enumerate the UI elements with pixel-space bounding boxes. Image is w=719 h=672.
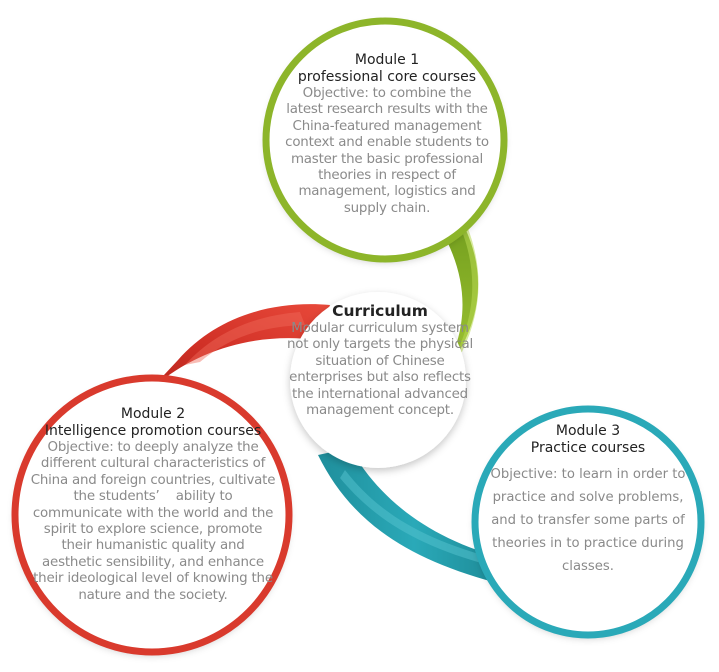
module-2-objective: Objective: to deeply analyze the differe… (30, 440, 276, 603)
curriculum-title: Curriculum (332, 302, 428, 320)
module-1-text: Module 1 professional core courses Objec… (285, 52, 489, 217)
module-3-ring (471, 405, 705, 639)
module-3-objective: Objective: to learn in order to practice… (490, 467, 686, 574)
module-1-circle (262, 17, 508, 263)
curriculum-center-text: Curriculum Modular curriculum system not… (285, 302, 475, 419)
module-1-title: Module 1 (354, 52, 420, 68)
curriculum-description: Modular curriculum system not only targe… (286, 321, 474, 419)
green-ribbon-highlight (455, 214, 479, 356)
module-1-ring (262, 17, 508, 263)
red-ribbon-highlight (185, 312, 305, 365)
module-2-ring (11, 374, 293, 656)
module-1-subtitle: professional core courses (297, 69, 477, 85)
green-ribbon (430, 205, 479, 400)
module-1-objective: Objective: to combine the latest researc… (285, 86, 489, 216)
module-3-subtitle: Practice courses (530, 440, 646, 456)
module-3-text: Module 3 Practice courses Objective: to … (482, 423, 694, 578)
module-3-title: Module 3 (555, 423, 621, 439)
module-2-text: Module 2 Intelligence promotion courses … (30, 406, 276, 604)
center-circle (290, 292, 466, 468)
red-ribbon (150, 304, 330, 390)
module-2-subtitle: Intelligence promotion courses (44, 423, 262, 439)
module-2-title: Module 2 (120, 406, 186, 422)
module-2-circle (11, 374, 293, 656)
module-3-circle (471, 405, 705, 639)
